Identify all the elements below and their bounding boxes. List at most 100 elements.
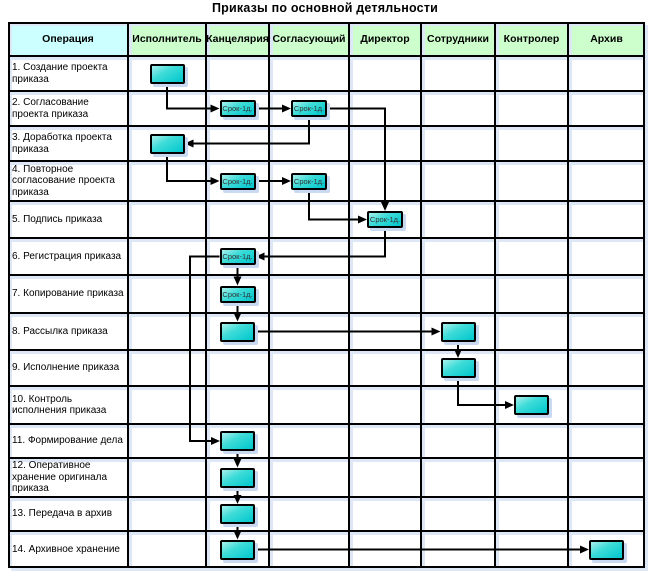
- diagram-title: Приказы по основной детяльности: [211, 1, 439, 15]
- row-label: 1. Создание проекта приказа: [8, 56, 128, 91]
- grid-cell: [421, 126, 495, 161]
- grid-cell: [128, 424, 206, 458]
- grid-cell: [128, 458, 206, 497]
- grid-cell: [568, 275, 645, 313]
- grid-cell: [421, 91, 495, 126]
- row-label: 8. Рассылка приказа: [8, 313, 128, 350]
- grid-cell: [568, 56, 645, 91]
- grid-cell: [349, 126, 421, 161]
- grid-cell: [568, 424, 645, 458]
- task-box: [149, 63, 185, 84]
- grid-cell: [206, 350, 269, 386]
- row-label: 9. Исполнение приказа: [8, 350, 128, 386]
- grid-cell: [128, 161, 206, 201]
- task-box: [220, 321, 255, 342]
- row-label: 10. Контроль исполнения приказа: [8, 386, 128, 424]
- column-header-0: Операция: [8, 22, 128, 56]
- grid-cell: [128, 238, 206, 275]
- grid-cell: [128, 275, 206, 313]
- grid-cell: [269, 458, 349, 497]
- column-header-1: Исполнитель: [128, 22, 206, 56]
- grid-cell: [269, 238, 349, 275]
- grid-cell: [495, 56, 568, 91]
- column-header-6: Контролер: [495, 22, 568, 56]
- grid-cell: [421, 386, 495, 424]
- grid-cell: [568, 350, 645, 386]
- task-box: Срок-1д.: [219, 285, 256, 303]
- grid-cell: [206, 201, 269, 238]
- grid-cell: [269, 313, 349, 350]
- task-box: [220, 431, 255, 451]
- grid-cell: [206, 386, 269, 424]
- grid-cell: [349, 56, 421, 91]
- grid-cell: [421, 56, 495, 91]
- grid-cell: [421, 424, 495, 458]
- grid-cell: [568, 201, 645, 238]
- grid-cell: [495, 424, 568, 458]
- grid-cell: [568, 126, 645, 161]
- grid-cell: [128, 497, 206, 531]
- row-label: 6. Регистрация приказа: [8, 238, 128, 275]
- grid-cell: [128, 350, 206, 386]
- grid-cell: [568, 458, 645, 497]
- task-box: [220, 504, 255, 524]
- grid-cell: [269, 424, 349, 458]
- task-box: [514, 395, 549, 415]
- grid-cell: [568, 497, 645, 531]
- row-label: 12. Оперативное хранение оригинала прика…: [8, 458, 128, 497]
- row-label: 11. Формирование дела: [8, 424, 128, 458]
- grid-cell: [349, 458, 421, 497]
- task-box: Срок-1д.: [219, 172, 256, 190]
- grid-cell: [495, 238, 568, 275]
- grid-cell: [349, 313, 421, 350]
- grid-cell: [495, 126, 568, 161]
- grid-cell: [568, 91, 645, 126]
- row-label: 14. Архивное хранение: [8, 531, 128, 568]
- grid-cell: [495, 458, 568, 497]
- grid-cell: [421, 458, 495, 497]
- row-label: 2. Согласование проекта приказа: [8, 91, 128, 126]
- grid-cell: [269, 386, 349, 424]
- grid-cell: [421, 497, 495, 531]
- grid-cell: [349, 497, 421, 531]
- task-box: Срок-1д.: [291, 100, 327, 117]
- grid-cell: [349, 350, 421, 386]
- grid-cell: [421, 531, 495, 568]
- grid-cell: [495, 497, 568, 531]
- task-box: Срок-1д.: [219, 100, 256, 117]
- column-header-5: Сотрудники: [421, 22, 495, 56]
- grid-cell: [421, 161, 495, 201]
- row-label: 13. Передача в архив: [8, 497, 128, 531]
- grid-cell: [568, 238, 645, 275]
- grid-cell: [495, 161, 568, 201]
- grid-cell: [495, 313, 568, 350]
- grid-cell: [206, 56, 269, 91]
- grid-cell: [269, 201, 349, 238]
- grid-cell: [421, 275, 495, 313]
- column-header-7: Архив: [568, 22, 645, 56]
- task-box: Срок-1д.: [219, 248, 256, 265]
- grid-cell: [568, 313, 645, 350]
- task-box: Срок-1д.: [367, 211, 403, 228]
- grid-cell: [349, 275, 421, 313]
- row-label: 4. Повторное согласование проекта приказ…: [8, 161, 128, 201]
- grid-cell: [568, 386, 645, 424]
- grid-cell: [269, 275, 349, 313]
- grid-cell: [269, 350, 349, 386]
- task-box: [589, 539, 624, 560]
- grid-cell: [349, 238, 421, 275]
- grid-cell: [128, 91, 206, 126]
- grid-cell: [349, 531, 421, 568]
- grid-cell: [349, 91, 421, 126]
- task-box: [149, 133, 185, 154]
- grid-cell: [128, 531, 206, 568]
- column-header-2: Канцелярия: [206, 22, 269, 56]
- grid-cell: [349, 386, 421, 424]
- grid-cell: [495, 275, 568, 313]
- grid-cell: [495, 350, 568, 386]
- grid-cell: [349, 424, 421, 458]
- grid-cell: [495, 201, 568, 238]
- row-label: 3. Доработка проекта приказа: [8, 126, 128, 161]
- column-header-4: Директор: [349, 22, 421, 56]
